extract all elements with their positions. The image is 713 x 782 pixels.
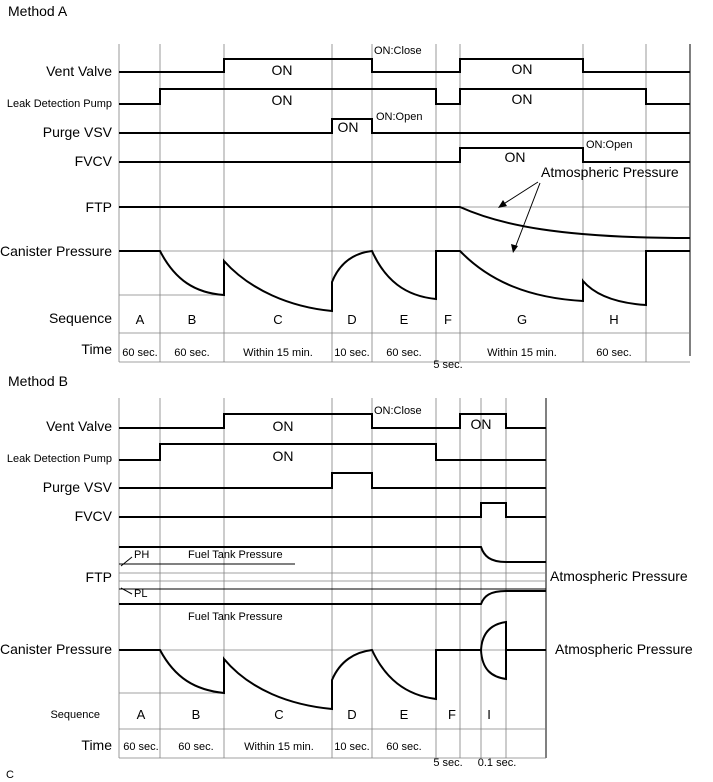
b-label-vent-valve: Vent Valve bbox=[46, 418, 112, 434]
b-vent-on: ON bbox=[273, 418, 294, 434]
a-label-canister: Canister Pressure bbox=[0, 243, 112, 259]
a-purge-vsv-signal bbox=[119, 118, 690, 134]
a-seq-b: B bbox=[188, 312, 197, 327]
a-seq-a: A bbox=[136, 312, 145, 327]
a-seq-g: G bbox=[517, 312, 527, 327]
method-a-diagram: Method A Vent Valve Leak Detection Pump … bbox=[0, 3, 691, 371]
b-label-time: Time bbox=[81, 737, 112, 753]
a-atmospheric-arrow-2 bbox=[514, 182, 541, 249]
b-ph-label: PH bbox=[134, 549, 149, 561]
b-fvcv-signal bbox=[119, 502, 546, 518]
a-atmospheric-label: Atmospheric Pressure bbox=[541, 164, 679, 180]
b-seq-f: F bbox=[448, 707, 456, 722]
a-seq-d: D bbox=[347, 312, 356, 327]
a-vent-valve-signal bbox=[119, 58, 690, 73]
b-canister-signal bbox=[119, 620, 546, 711]
b-ftp-atmospheric: Atmospheric Pressure bbox=[550, 568, 688, 584]
a-fvcv-on: ON bbox=[505, 149, 526, 165]
b-canister-atmospheric: Atmospheric Pressure bbox=[555, 641, 693, 657]
b-pl-leader bbox=[120, 587, 133, 595]
b-on-close-label: ON:Close bbox=[374, 405, 422, 417]
a-canister-signal bbox=[119, 249, 690, 313]
b-vent-valve-signal bbox=[119, 413, 546, 429]
b-label-purge-vsv: Purge VSV bbox=[43, 479, 113, 495]
a-label-vent-valve: Vent Valve bbox=[46, 63, 112, 79]
b-label-sequence: Sequence bbox=[50, 709, 100, 721]
b-seq-c: C bbox=[274, 707, 283, 722]
a-time-e: 60 sec. bbox=[386, 347, 421, 359]
a-seq-e: E bbox=[400, 312, 409, 327]
b-time-b: 60 sec. bbox=[178, 741, 213, 753]
a-label-fvcv: FVCV bbox=[75, 153, 113, 169]
a-seq-f: F bbox=[444, 312, 452, 327]
b-leak-pump-signal bbox=[119, 443, 546, 461]
b-seq-d: D bbox=[347, 707, 356, 722]
method-b-diagram: Method B Vent Valve Leak Detection Pump … bbox=[0, 373, 693, 781]
b-ftp-lower-signal bbox=[119, 590, 546, 605]
a-arrow-head-2 bbox=[511, 244, 518, 253]
b-time-d: 10 sec. bbox=[334, 741, 369, 753]
footer-code: C bbox=[6, 769, 14, 781]
a-purge-on: ON bbox=[338, 119, 359, 135]
a-vent-on-2: ON bbox=[512, 61, 533, 77]
a-leak-pump-signal bbox=[119, 88, 690, 105]
b-seq-i: I bbox=[487, 707, 491, 722]
method-b-title: Method B bbox=[8, 373, 68, 389]
a-time-d: 10 sec. bbox=[334, 347, 369, 359]
a-label-purge-vsv: Purge VSV bbox=[43, 124, 113, 140]
a-vent-on-1: ON bbox=[272, 62, 293, 78]
a-time-h: 60 sec. bbox=[596, 347, 631, 359]
a-arrow-head-1 bbox=[498, 200, 507, 208]
b-seq-a: A bbox=[137, 707, 146, 722]
a-seq-h: H bbox=[609, 312, 618, 327]
a-seq-c: C bbox=[273, 312, 282, 327]
a-atmospheric-arrow-1 bbox=[501, 181, 539, 206]
b-label-leak-pump: Leak Detection Pump bbox=[7, 453, 112, 465]
method-a-title: Method A bbox=[8, 3, 68, 19]
b-time-f: 5 sec. bbox=[433, 757, 462, 769]
b-fuel-tank-label-upper: Fuel Tank Pressure bbox=[188, 549, 283, 561]
b-fuel-tank-label-lower: Fuel Tank Pressure bbox=[188, 611, 283, 623]
b-vent-on-2: ON bbox=[471, 416, 492, 432]
b-label-ftp: FTP bbox=[86, 569, 112, 585]
b-label-fvcv: FVCV bbox=[75, 508, 113, 524]
a-label-time: Time bbox=[81, 341, 112, 357]
b-time-c: Within 15 min. bbox=[244, 741, 314, 753]
b-seq-b: B bbox=[192, 707, 201, 722]
a-label-sequence: Sequence bbox=[49, 310, 112, 326]
a-time-b: 60 sec. bbox=[174, 347, 209, 359]
b-pump-on: ON bbox=[273, 448, 294, 464]
b-ph-leader bbox=[120, 556, 133, 567]
b-pl-label: PL bbox=[134, 588, 147, 600]
a-fvcv-on-open: ON:Open bbox=[586, 139, 632, 151]
a-on-close-label: ON:Close bbox=[374, 45, 422, 57]
a-label-leak-pump: Leak Detection Pump bbox=[7, 98, 112, 110]
a-time-c: Within 15 min. bbox=[243, 347, 313, 359]
b-time-e: 60 sec. bbox=[386, 741, 421, 753]
b-time-i: 0.1 sec. bbox=[478, 757, 517, 769]
a-time-g: Within 15 min. bbox=[487, 347, 557, 359]
b-time-a: 60 sec. bbox=[123, 741, 158, 753]
a-time-a: 60 sec. bbox=[122, 347, 157, 359]
a-label-ftp: FTP bbox=[86, 199, 112, 215]
a-purge-on-open: ON:Open bbox=[376, 111, 422, 123]
a-pump-on-2: ON bbox=[512, 91, 533, 107]
b-seq-e: E bbox=[400, 707, 409, 722]
b-label-canister: Canister Pressure bbox=[0, 641, 112, 657]
a-pump-on-1: ON bbox=[272, 92, 293, 108]
a-fvcv-signal bbox=[119, 147, 690, 163]
a-ftp-signal bbox=[119, 206, 691, 239]
a-time-f: 5 sec. bbox=[433, 359, 462, 371]
b-purge-vsv-signal bbox=[119, 472, 546, 489]
b-ftp-upper-signal bbox=[119, 546, 546, 563]
